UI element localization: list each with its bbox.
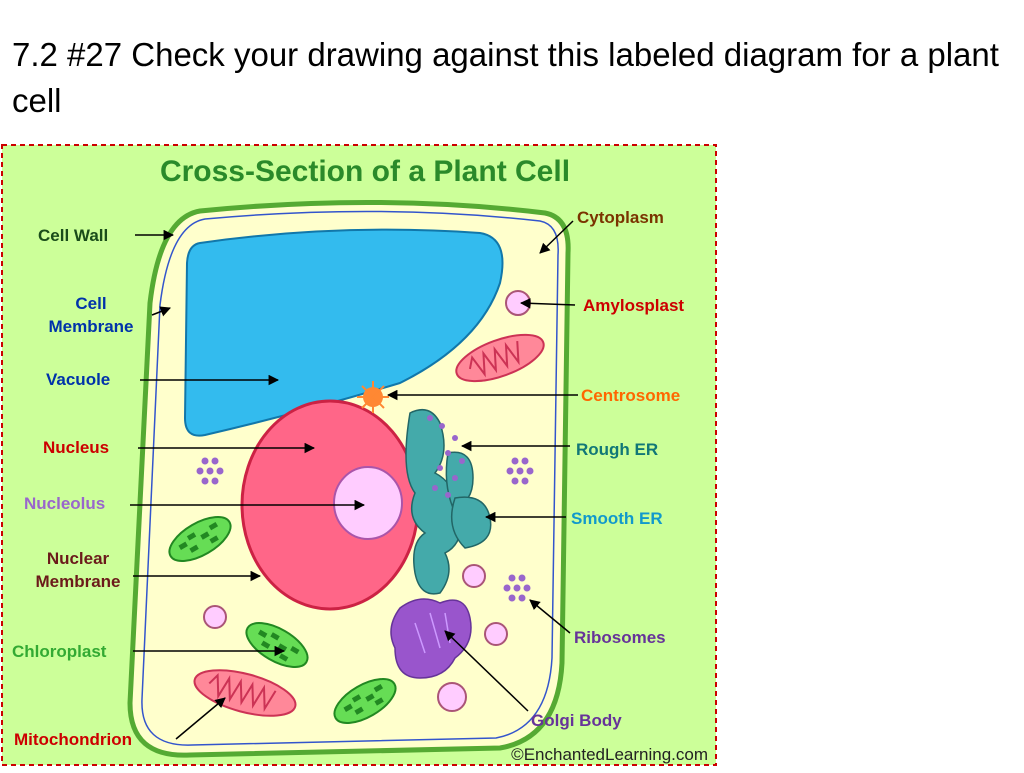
label-centrosome: Centrosome	[581, 386, 680, 405]
plant-cell-diagram: Cross-Section of a Plant Cell	[0, 143, 720, 768]
label-cell-membrane-line1: Cell	[75, 294, 106, 313]
vacuole	[183, 228, 504, 437]
endoplasmic-reticulum	[405, 408, 492, 595]
ribosome-cluster-right-lower	[503, 574, 531, 602]
ribosome-cluster-left	[196, 457, 224, 485]
label-smooth-er: Smooth ER	[571, 509, 663, 528]
label-nucleus: Nucleus	[43, 438, 109, 457]
chloroplast-left	[168, 516, 232, 562]
label-chloroplast: Chloroplast	[12, 642, 107, 661]
label-cytoplasm: Cytoplasm	[577, 208, 664, 227]
copyright-notice: ©EnchantedLearning.com	[511, 745, 708, 764]
label-ribosomes: Ribosomes	[574, 628, 666, 647]
nucleolus	[333, 466, 403, 540]
label-mitochondrion: Mitochondrion	[14, 730, 132, 749]
rough-er-ribosomes	[427, 415, 465, 498]
slide-title: 7.2 #27 Check your drawing against this …	[12, 36, 999, 119]
vesicles	[203, 564, 508, 712]
label-rough-er: Rough ER	[576, 440, 658, 459]
centrosome	[357, 381, 389, 413]
chloroplast-bottom	[333, 678, 397, 724]
mitochondrion-lower	[193, 669, 297, 717]
label-nucleolus: Nucleolus	[24, 494, 105, 513]
cell-membrane	[141, 210, 559, 746]
mitochondrion-upper	[455, 333, 545, 383]
label-golgi-body: Golgi Body	[531, 711, 622, 730]
diagram-heading: Cross-Section of a Plant Cell	[160, 155, 570, 188]
pointer-lines	[130, 220, 578, 740]
ribosome-cluster-right-upper	[506, 457, 534, 485]
label-cell-membrane-line2: Membrane	[48, 317, 133, 336]
golgi-body	[390, 598, 472, 679]
label-nuclear-membrane-line2: Membrane	[35, 572, 120, 591]
label-nuclear-membrane-line1: Nuclear	[47, 549, 110, 568]
label-amylosplast: Amylosplast	[583, 296, 684, 315]
label-vacuole: Vacuole	[46, 370, 110, 389]
diagram-svg: Cross-Section of a Plant Cell	[1, 144, 717, 766]
label-cell-wall: Cell Wall	[38, 226, 108, 245]
